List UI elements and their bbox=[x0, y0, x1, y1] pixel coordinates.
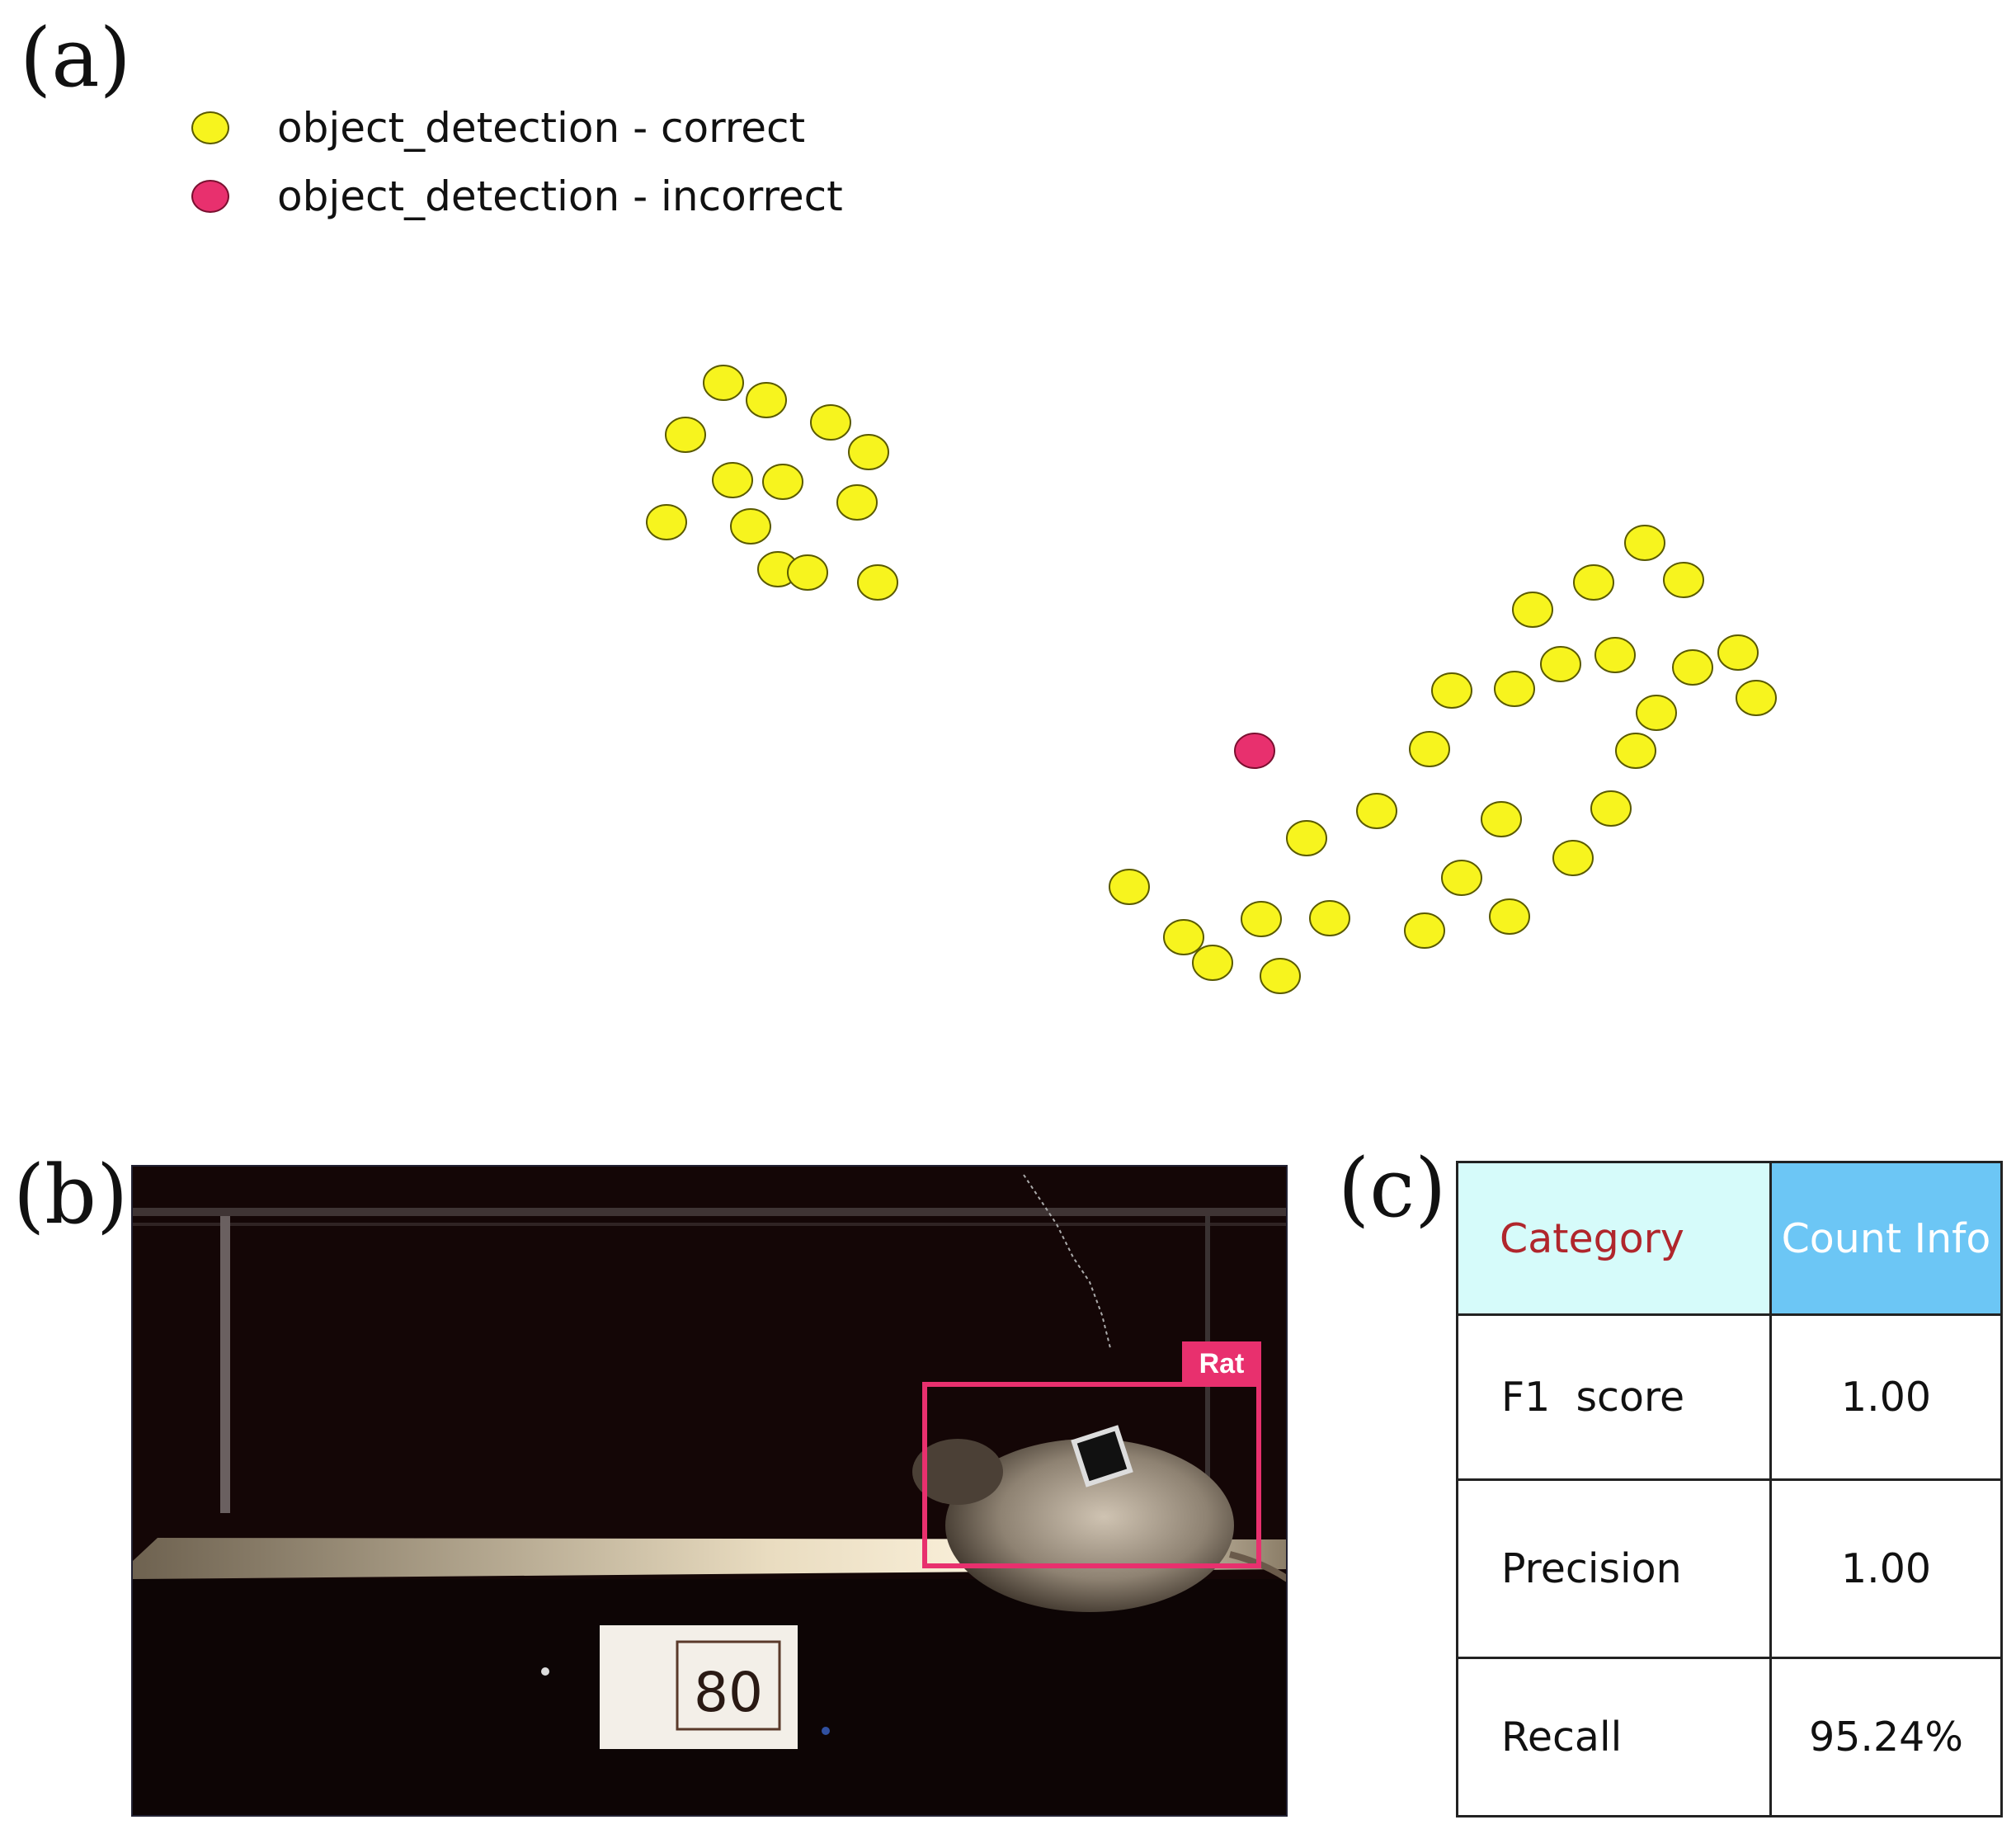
header-count-info: Count Info bbox=[1769, 1161, 2003, 1316]
detection-box bbox=[922, 1382, 1261, 1568]
legend-marker-correct bbox=[191, 111, 229, 144]
point-correct-15 bbox=[1573, 564, 1614, 601]
point-correct-32 bbox=[1441, 860, 1482, 896]
legend-marker-incorrect bbox=[191, 180, 229, 213]
row-value-recall: 95.24% bbox=[1769, 1657, 2003, 1817]
point-correct-9 bbox=[730, 508, 771, 545]
legend-label-incorrect: object_detection - incorrect bbox=[277, 172, 843, 220]
cable bbox=[1023, 1174, 1111, 1349]
scatter-plot bbox=[646, 365, 1777, 994]
point-correct-5 bbox=[712, 462, 753, 498]
point-correct-37 bbox=[1404, 912, 1445, 949]
point-correct-1 bbox=[746, 382, 787, 418]
rat-detection-photo: Rat 80 bbox=[131, 1165, 1288, 1817]
legend-item-correct: object_detection - correct bbox=[191, 104, 805, 152]
point-correct-31 bbox=[1552, 840, 1594, 876]
table-header-row: Category Count Info bbox=[1456, 1161, 2003, 1316]
point-correct-0 bbox=[703, 365, 744, 401]
legend-item-incorrect: object_detection - incorrect bbox=[191, 172, 843, 220]
point-correct-2 bbox=[665, 417, 706, 453]
point-correct-26 bbox=[1409, 731, 1450, 767]
point-correct-18 bbox=[1594, 637, 1636, 673]
point-correct-39 bbox=[1192, 945, 1233, 981]
point-correct-6 bbox=[762, 464, 803, 500]
legend-label-correct: object_detection - correct bbox=[277, 104, 806, 152]
point-correct-14 bbox=[1663, 562, 1704, 598]
point-correct-16 bbox=[1512, 592, 1553, 628]
table-row: F1 score 1.00 bbox=[1456, 1313, 2003, 1481]
row-name-recall: Recall bbox=[1456, 1657, 1772, 1817]
point-correct-22 bbox=[1431, 672, 1472, 709]
rat-marker-tag bbox=[1071, 1425, 1133, 1487]
header-category: Category bbox=[1456, 1161, 1772, 1316]
point-correct-30 bbox=[1286, 820, 1327, 856]
point-correct-40 bbox=[1260, 958, 1301, 994]
point-correct-36 bbox=[1309, 900, 1350, 936]
point-correct-17 bbox=[1540, 646, 1581, 682]
point-correct-4 bbox=[848, 434, 889, 470]
point-correct-19 bbox=[1672, 649, 1713, 686]
point-correct-20 bbox=[1717, 634, 1759, 671]
point-correct-25 bbox=[1615, 733, 1656, 769]
point-incorrect-0 bbox=[1234, 733, 1275, 769]
point-correct-7 bbox=[836, 484, 878, 521]
point-correct-38 bbox=[1489, 898, 1530, 935]
point-correct-11 bbox=[787, 554, 828, 591]
point-correct-3 bbox=[810, 404, 851, 441]
row-value-f1: 1.00 bbox=[1769, 1313, 2003, 1481]
point-correct-28 bbox=[1481, 801, 1522, 837]
row-name-precision: Precision bbox=[1456, 1478, 1772, 1659]
point-correct-8 bbox=[646, 504, 687, 540]
rat-body bbox=[945, 1439, 1234, 1612]
left-post bbox=[220, 1216, 230, 1513]
point-correct-27 bbox=[1356, 793, 1397, 829]
panel-label-c: (c) bbox=[1338, 1142, 1447, 1236]
sign-number: 80 bbox=[694, 1661, 763, 1724]
panel-label-b: (b) bbox=[13, 1148, 129, 1242]
point-correct-13 bbox=[1624, 525, 1665, 561]
point-correct-21 bbox=[1736, 680, 1777, 716]
point-correct-12 bbox=[857, 564, 898, 601]
panel-label-a: (a) bbox=[20, 12, 131, 106]
point-correct-35 bbox=[1241, 901, 1282, 937]
detection-label: Rat bbox=[1199, 1348, 1245, 1379]
row-name-f1: F1 score bbox=[1456, 1313, 1772, 1481]
table-row: Precision 1.00 bbox=[1456, 1478, 2003, 1659]
table-row: Recall 95.24% bbox=[1456, 1657, 2003, 1817]
point-correct-24 bbox=[1636, 695, 1677, 731]
row-value-precision: 1.00 bbox=[1769, 1478, 2003, 1659]
point-correct-33 bbox=[1109, 869, 1150, 905]
detection-label-bg bbox=[1182, 1341, 1261, 1386]
metrics-table: Category Count Info F1 score 1.00 Precis… bbox=[1456, 1161, 2003, 1817]
rail-top bbox=[133, 1208, 1286, 1216]
point-correct-23 bbox=[1494, 671, 1535, 707]
rat-head bbox=[912, 1439, 1003, 1505]
point-correct-29 bbox=[1590, 790, 1632, 827]
point-correct-34 bbox=[1163, 919, 1204, 955]
